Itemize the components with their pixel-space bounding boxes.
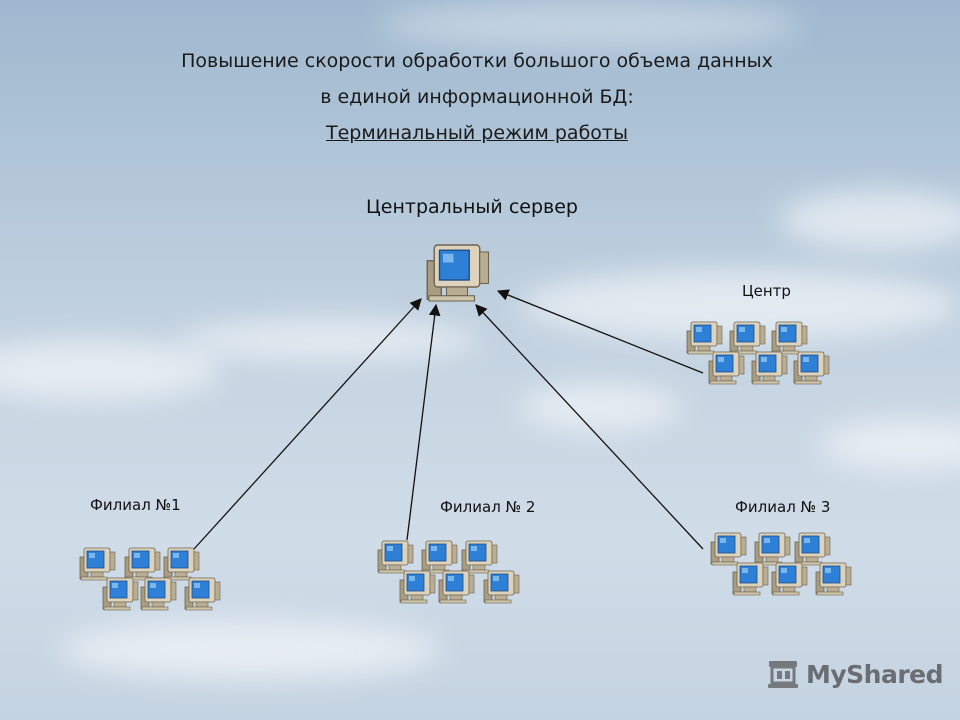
arrow-branch3-to-server [475,304,704,550]
computer-icon [184,577,221,611]
computer-icon [710,532,747,566]
branch-3-cluster [710,532,852,596]
computer-icon [163,547,200,581]
arrow-center-to-server [496,289,704,374]
center-label: Центр [742,282,791,300]
computer-icon [794,532,831,566]
myshared-logo-icon [768,661,798,688]
title-line-3: Терминальный режим работы [326,122,628,144]
computer-icon [751,351,788,385]
computer-icon [771,562,808,596]
server-computer-icon [426,244,490,302]
watermark-logo: MyShared [766,656,944,692]
computer-icon [421,540,458,574]
branch-1-label: Филиал №1 [90,496,181,514]
title-line-1: Повышение скорости обработки большого об… [181,50,773,72]
computer-icon [102,577,139,611]
computer-icon [438,570,475,604]
computer-icon [815,562,852,596]
computer-icon [732,562,769,596]
center-cluster [686,321,830,385]
computer-icon [729,321,766,355]
branch-1-cluster [79,547,221,611]
computer-icon [708,351,745,385]
computer-icon [140,577,177,611]
computer-icon [461,540,498,574]
computer-icon [124,547,161,581]
branch-2-cluster [377,540,520,604]
computer-icon [793,351,830,385]
computer-icon [754,532,791,566]
computer-icon [771,321,808,355]
computer-icon [686,321,723,355]
branch-2-label: Филиал № 2 [440,498,536,516]
arrow-branch1-to-server [193,298,422,550]
server-label: Центральный сервер [366,196,578,218]
watermark-brand: MyShared [806,659,944,689]
computer-icon [377,540,414,574]
computer-icon [79,547,116,581]
title-line-2: в единой информационной БД: [320,86,634,108]
arrow-branch2-to-server [406,303,441,541]
branch-3-label: Филиал № 3 [735,498,831,516]
computer-icon [399,570,436,604]
computer-icon [483,570,520,604]
